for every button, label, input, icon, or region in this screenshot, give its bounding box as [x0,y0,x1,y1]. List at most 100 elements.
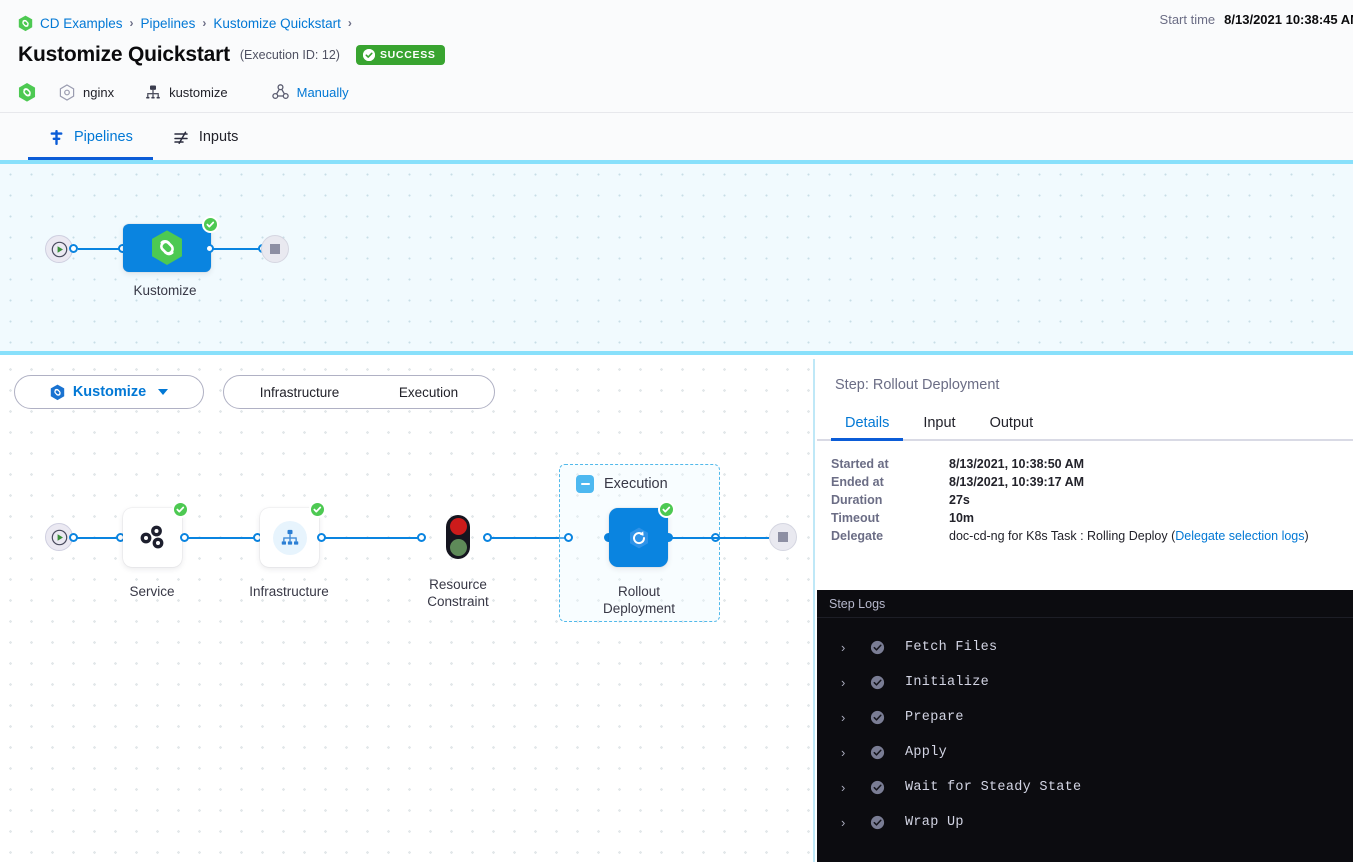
exec-node-label-infrastructure: Infrastructure [249,584,329,599]
meta-infrastructure-label: kustomize [169,84,228,100]
harness-hex-icon [50,384,65,401]
exec-node-service[interactable] [123,501,189,567]
tab-inputs[interactable]: Inputs [153,114,259,160]
tab-pipelines[interactable]: Pipelines [28,114,153,160]
page-header: CD Examples › Pipelines › Kustomize Quic… [0,0,1353,112]
exec-end-node[interactable] [769,523,797,551]
log-row[interactable]: › Wait for Steady State [817,770,1353,805]
chevron-right-icon[interactable]: › [841,780,846,795]
segment-execution[interactable]: Execution [398,384,459,400]
execution-graph-canvas[interactable]: Kustomize Infrastructure Execution [0,359,815,862]
exec-node-rollout-deployment[interactable] [609,501,675,567]
breadcrumb-item-pipelines[interactable]: Pipelines [140,15,196,31]
log-row[interactable]: › Prepare [817,700,1353,735]
chevron-right-icon[interactable]: › [841,675,846,690]
stage-node-label: Kustomize [133,283,197,298]
meta-item-trigger[interactable]: Manually [272,83,349,101]
status-success-icon [870,710,885,725]
exec-node-resource-constraint[interactable] [446,515,470,559]
chevron-right-icon[interactable]: › [841,815,846,830]
breadcrumb: CD Examples › Pipelines › Kustomize Quic… [0,10,1353,36]
step-logs-panel: Step Logs › Fetch Files › Initialize › [817,590,1353,862]
breadcrumb-item-cd-examples[interactable]: CD Examples [40,15,123,31]
collapse-icon[interactable] [576,475,594,493]
stage-selector-dropdown[interactable]: Kustomize [14,375,204,409]
status-badge-label: SUCCESS [379,49,436,61]
step-details-list: Started at 8/13/2021, 10:38:50 AM Ended … [817,441,1353,543]
status-success-icon [172,501,189,518]
chevron-right-icon[interactable]: › [841,640,846,655]
link-line [77,537,121,539]
title-row: Kustomize Quickstart (Execution ID: 12) … [0,40,1353,70]
log-name: Initialize [905,675,990,690]
status-success-icon [658,501,675,518]
meta-item-service: nginx [58,83,114,101]
tab-details[interactable]: Details [831,415,904,441]
chevron-down-icon [158,389,169,395]
log-name: Apply [905,745,948,760]
pipeline-icon [48,129,65,146]
end-node[interactable] [261,235,289,263]
link-dot [417,533,426,542]
meta-row: nginx kustomize [0,12,1353,106]
infrastructure-icon [144,83,162,101]
status-success-icon [870,675,885,690]
exec-node-label-rollout-deployment: Rollout Deployment [602,584,676,616]
rollout-refresh-icon [629,527,648,548]
start-node[interactable] [45,235,73,263]
status-success-icon [870,640,885,655]
inputs-icon [173,129,190,146]
status-badge: SUCCESS [355,45,445,65]
log-row[interactable]: › Wrap Up [817,805,1353,840]
detail-value: 27s [949,493,970,507]
detail-row-ended-at: Ended at 8/13/2021, 10:39:17 AM [831,475,1353,489]
detail-value: 10m [949,511,975,525]
tab-input[interactable]: Input [923,415,956,431]
link-dot [69,244,78,253]
traffic-light-green [449,539,467,556]
meta-trigger-label[interactable]: Manually [296,84,349,100]
detail-label: Ended at [831,475,884,489]
infra-tree-icon [281,529,298,545]
exec-node-infrastructure[interactable] [260,501,326,567]
detail-row-timeout: Timeout 10m [831,511,1353,525]
link-line [490,537,571,539]
link-line [212,248,264,250]
log-row[interactable]: › Apply [817,735,1353,770]
breadcrumb-item-kustomize-quickstart[interactable]: Kustomize Quickstart [213,15,341,31]
harness-hex-icon [18,82,36,102]
tab-output[interactable]: Output [989,415,1034,431]
service-hex-icon [58,83,76,101]
tab-bar: Pipelines Inputs [0,112,1353,160]
stop-icon [778,532,788,542]
log-row[interactable]: › Initialize [817,665,1353,700]
execution-group-header[interactable]: Execution [576,475,668,493]
log-row[interactable]: › Fetch Files [817,630,1353,665]
stage-section-toggle[interactable]: Infrastructure Execution [223,375,495,409]
segment-infrastructure[interactable]: Infrastructure [259,384,340,400]
trigger-icon [272,83,290,101]
step-logs-title: Step Logs [817,590,1353,618]
chevron-right-icon[interactable]: › [841,710,846,725]
breadcrumb-separator: › [347,16,352,30]
meta-item-infrastructure: kustomize [144,83,228,101]
detail-value: doc-cd-ng for K8s Task : Rolling Deploy … [949,529,1309,543]
link-line [188,537,259,539]
detail-value: 8/13/2021, 10:39:17 AM [949,475,1085,489]
stage-selector-label: Kustomize [72,384,147,400]
chevron-right-icon[interactable]: › [841,745,846,760]
service-nodes-icon [140,525,163,548]
pipeline-overview-canvas[interactable]: Kustomize [0,160,1353,355]
exec-start-node[interactable] [45,523,73,551]
breadcrumb-separator: › [202,16,207,30]
delegate-selection-logs-link[interactable]: Delegate selection logs [1175,529,1305,543]
page-title: Kustomize Quickstart [18,43,230,66]
breadcrumb-separator: › [129,16,134,30]
check-icon [362,49,375,61]
detail-label: Timeout [831,511,880,525]
stage-node-kustomize[interactable] [123,216,219,272]
exec-node-label-resource-constraint: Resource Constraint [427,577,489,609]
log-name: Wrap Up [905,815,964,830]
status-success-icon [870,745,885,760]
